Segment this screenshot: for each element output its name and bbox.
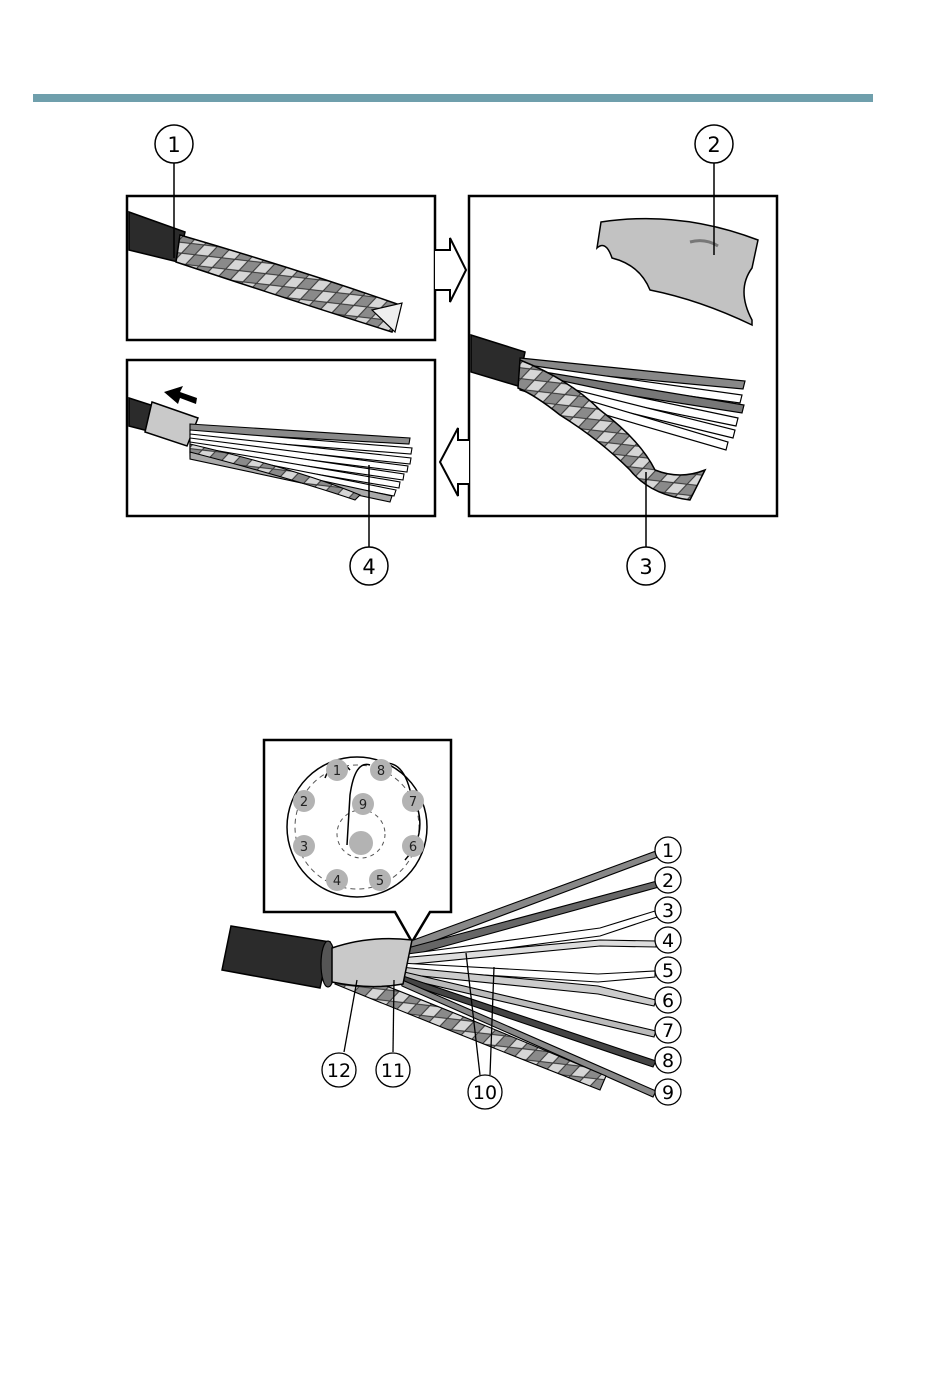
svg-text:4: 4 bbox=[362, 555, 375, 579]
svg-text:7: 7 bbox=[409, 795, 417, 810]
svg-text:4: 4 bbox=[333, 874, 341, 889]
pin-8: 8 bbox=[370, 759, 392, 781]
pin-5: 5 bbox=[369, 869, 391, 891]
wire-callout-7: 7 bbox=[655, 1017, 681, 1043]
pin-1: 1 bbox=[326, 759, 348, 781]
pin-6: 6 bbox=[402, 835, 424, 857]
pin-3: 3 bbox=[293, 835, 315, 857]
step-panel-2 bbox=[469, 196, 777, 516]
svg-text:8: 8 bbox=[662, 1050, 674, 1072]
svg-text:6: 6 bbox=[662, 990, 674, 1012]
svg-text:5: 5 bbox=[662, 960, 674, 982]
svg-text:10: 10 bbox=[473, 1082, 497, 1104]
svg-text:2: 2 bbox=[707, 133, 720, 157]
svg-text:7: 7 bbox=[662, 1020, 674, 1042]
pin-9: 9 bbox=[352, 793, 374, 815]
svg-text:5: 5 bbox=[376, 874, 384, 889]
svg-text:9: 9 bbox=[662, 1082, 674, 1104]
svg-text:8: 8 bbox=[377, 764, 385, 779]
insulating-sleeve bbox=[332, 939, 412, 987]
step-panel-3 bbox=[127, 360, 435, 516]
pin-2: 2 bbox=[293, 790, 315, 812]
cable-body bbox=[222, 926, 335, 988]
svg-text:2: 2 bbox=[300, 795, 308, 810]
step-panel-1 bbox=[127, 196, 435, 340]
svg-text:2: 2 bbox=[662, 870, 674, 892]
svg-text:1: 1 bbox=[662, 840, 674, 862]
pin-7: 7 bbox=[402, 790, 424, 812]
wire-callout-1: 1 bbox=[655, 837, 681, 863]
part-callout-12: 12 bbox=[322, 980, 357, 1087]
wire-callout-3: 3 bbox=[655, 897, 681, 923]
svg-text:3: 3 bbox=[300, 840, 308, 855]
svg-text:12: 12 bbox=[327, 1060, 351, 1082]
svg-text:1: 1 bbox=[333, 764, 341, 779]
svg-text:4: 4 bbox=[662, 930, 674, 952]
svg-text:3: 3 bbox=[639, 555, 652, 579]
wire-callout-4: 4 bbox=[655, 927, 681, 953]
svg-text:3: 3 bbox=[662, 900, 674, 922]
wire-callout-6: 6 bbox=[655, 987, 681, 1013]
wire-callout-2: 2 bbox=[655, 867, 681, 893]
connector-pinout-inset: 1 2 3 4 5 6 7 8 9 bbox=[264, 740, 451, 942]
next-step-arrow bbox=[435, 238, 466, 302]
svg-text:9: 9 bbox=[359, 798, 367, 813]
svg-text:6: 6 bbox=[409, 840, 417, 855]
wire-callout-8: 8 bbox=[655, 1047, 681, 1073]
pin-4: 4 bbox=[326, 869, 348, 891]
svg-text:11: 11 bbox=[381, 1060, 405, 1082]
svg-text:1: 1 bbox=[167, 133, 180, 157]
center-pin bbox=[349, 831, 373, 855]
next-step-arrow bbox=[440, 428, 469, 496]
wire-callout-9: 9 bbox=[655, 1079, 681, 1105]
wire-callout-5: 5 bbox=[655, 957, 681, 983]
